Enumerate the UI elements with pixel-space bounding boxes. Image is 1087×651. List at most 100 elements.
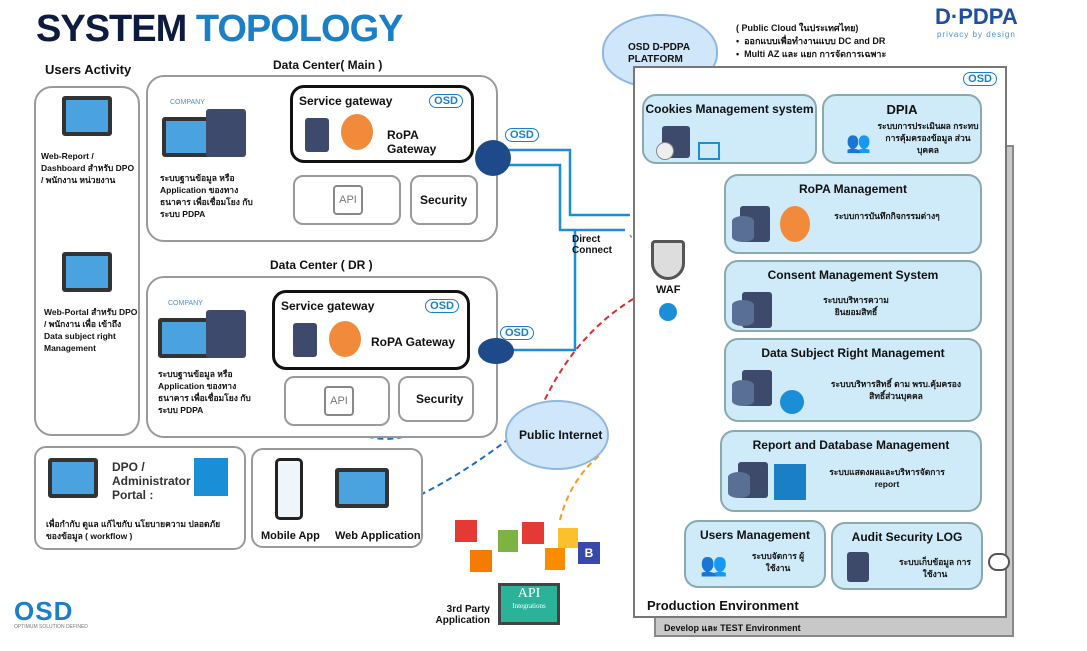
module-desc: ระบบเก็บข้อมูล การใช้งาน [899, 557, 971, 579]
admin-portal-panel: DPO / Administrator Portal : เพื่อกำกับ … [34, 446, 246, 550]
module-desc: ระบบจัดการ ผู้ใช้งาน [751, 551, 805, 573]
car-icon [455, 520, 477, 542]
web-portal-text: Web-Portal สำหรับ DPO / พนักงาน เพื่อ เข… [44, 307, 138, 353]
chart-icon [698, 142, 720, 160]
plane-icon [558, 528, 578, 548]
clipboard-icon [329, 321, 361, 357]
api-integration-label: API [517, 586, 541, 601]
dc-main-panel: COMPANY ระบบฐานข้อมูล หรือ Application ข… [146, 75, 498, 242]
page-title: SYSTEM TOPOLOGY [36, 8, 404, 51]
third-party-label: 3rd Party Application [435, 604, 490, 626]
dc-dr-heading: Data Center ( DR ) [270, 258, 373, 272]
router-icon [475, 140, 511, 176]
platform-cloud-label: OSD D-PDPA PLATFORM [628, 42, 690, 65]
module-consent[interactable]: Consent Management System ระบบบริหารความ… [724, 260, 982, 332]
public-internet-cloud: Public Internet [507, 402, 607, 468]
solar-icon [545, 548, 565, 570]
osd-logo: OSD [500, 326, 534, 340]
web-report-text: Web-Report / Dashboard สำหรับ DPO / พนัก… [41, 151, 135, 185]
mobile-app-label: Mobile App [261, 530, 320, 542]
ropa-gateway-label: RoPA Gateway [387, 128, 437, 156]
service-gateway-box: Service gateway OSD RoPA Gateway [272, 290, 470, 370]
lock-icon [659, 303, 677, 321]
admin-portal-title: DPO / Administrator Portal : [112, 460, 191, 502]
database-icon [732, 300, 754, 326]
dpdpa-tagline: privacy by design [936, 30, 1016, 39]
globe-icon [470, 550, 492, 572]
osd-company-logo: OSD OPTIMUM SOLUTION DEFINED [14, 598, 88, 630]
module-ropa[interactable]: RoPA Management ระบบการบันทึกกิจกรรมต่าง… [724, 174, 982, 254]
dc-dr-desc: ระบบฐานข้อมูล หรือ Application ของทาง ธน… [158, 369, 251, 415]
module-title: Users Management [699, 528, 811, 542]
public-internet-label: Public Internet [519, 428, 603, 442]
api-integration-monitor: API Integrations [498, 583, 560, 625]
web-application-label: Web Application [335, 530, 421, 542]
title-part2: TOPOLOGY [195, 8, 404, 50]
production-environment-label: Production Environment [647, 598, 799, 613]
module-desc: ระบบบริหารสิทธิ์ ตาม พรบ.คุ้มครองสิทธิ์ส… [830, 379, 962, 401]
module-title: Cookies Management system [645, 102, 814, 116]
module-audit[interactable]: Audit Security LOG ระบบเก็บข้อมูล การใช้… [831, 522, 983, 590]
module-title: RoPA Management [798, 182, 907, 196]
users-icon: 👥 [700, 552, 728, 577]
platform-note-text: ออกแบบเพื่อทำงานแบบ DC and DR [744, 36, 886, 46]
module-title: Data Subject Right Management [761, 346, 945, 360]
server-icon [847, 552, 869, 582]
osd-logo: OSD [425, 299, 459, 313]
security-box: Security [398, 376, 474, 422]
security-label: Security [420, 193, 468, 207]
admin-portal-desc: เพื่อกำกับ ดูแล แก้ไขกับ นโยบายความ ปลอด… [46, 519, 221, 541]
osd-tagline: OPTIMUM SOLUTION DEFINED [14, 624, 88, 630]
monitor-user-icon [62, 96, 112, 136]
app-monitor-icon [158, 318, 214, 358]
service-gateway-label: Service gateway [299, 94, 393, 108]
module-desc: ระบบการบันทึกกิจกรรมต่างๆ [834, 211, 940, 221]
building-icon [498, 530, 518, 552]
platform-note-text: Multi AZ และ แยก การจัดการเฉพาะ [744, 49, 887, 59]
server-icon [206, 310, 246, 358]
cookie-icon [656, 142, 674, 160]
platform-notes: ( Public Cloud ในประเทศไทย) • ออกแบบเพื่… [736, 22, 886, 61]
module-users[interactable]: Users Management 👥 ระบบจัดการ ผู้ใช้งาน [684, 520, 826, 588]
dc-dr-panel: COMPANY ระบบฐานข้อมูล หรือ Application ข… [146, 276, 498, 438]
monitor-user-icon [62, 252, 112, 292]
api-integration-sub: Integrations [512, 602, 546, 610]
monitor-user-icon [48, 458, 98, 498]
platform-notes-title: ( Public Cloud ในประเทศไทย) [736, 23, 859, 33]
users-activity-panel: Web-Report / Dashboard สำหรับ DPO / พนัก… [34, 86, 140, 436]
users-activity-heading: Users Activity [45, 62, 132, 77]
module-title: Consent Management System [767, 268, 939, 282]
report-chart-icon [774, 464, 806, 500]
module-desc: ระบบบริหารความ ยินยอมสิทธิ์ [823, 295, 889, 317]
clipboard-icon [341, 114, 373, 150]
module-title: Audit Security LOG [851, 530, 963, 544]
security-label: Security [416, 392, 464, 406]
dpdpa-logo-text: D·PDPA [935, 4, 1018, 29]
waf-shield-icon [651, 240, 685, 280]
server-icon [206, 109, 246, 157]
api-box: API [293, 175, 401, 225]
module-dpia[interactable]: DPIA 👥 ระบบการประเมินผล กระทบการคุ้มครอง… [822, 94, 982, 164]
mobile-phone-icon [275, 458, 303, 520]
module-title: Report and Database Management [752, 438, 950, 452]
osd-logo: OSD [429, 94, 463, 108]
module-dsr[interactable]: Data Subject Right Management ระบบบริหาร… [724, 338, 982, 422]
server-lock-icon [293, 323, 317, 357]
apps-panel: Mobile App Web Application [251, 448, 423, 548]
module-title: DPIA [886, 102, 918, 117]
osd-logo-text: OSD [14, 596, 74, 626]
waf-label: WAF [656, 284, 681, 296]
database-icon [732, 216, 754, 242]
company-logo: COMPANY [168, 300, 203, 307]
module-report[interactable]: Report and Database Management ระบบแสดงผ… [720, 430, 982, 512]
company-logo: COMPANY [170, 99, 205, 106]
snowflake-icon [780, 390, 804, 414]
dc-main-heading: Data Center( Main ) [273, 58, 383, 72]
cloud-globe-icon [988, 553, 1010, 571]
web-monitor-icon [335, 468, 389, 508]
module-cookies[interactable]: Cookies Management system [642, 94, 817, 164]
osd-logo: OSD [963, 72, 997, 86]
clipboard-icon [780, 206, 810, 242]
router-icon [478, 338, 514, 364]
direct-connect-label: Direct Connect [572, 234, 612, 256]
